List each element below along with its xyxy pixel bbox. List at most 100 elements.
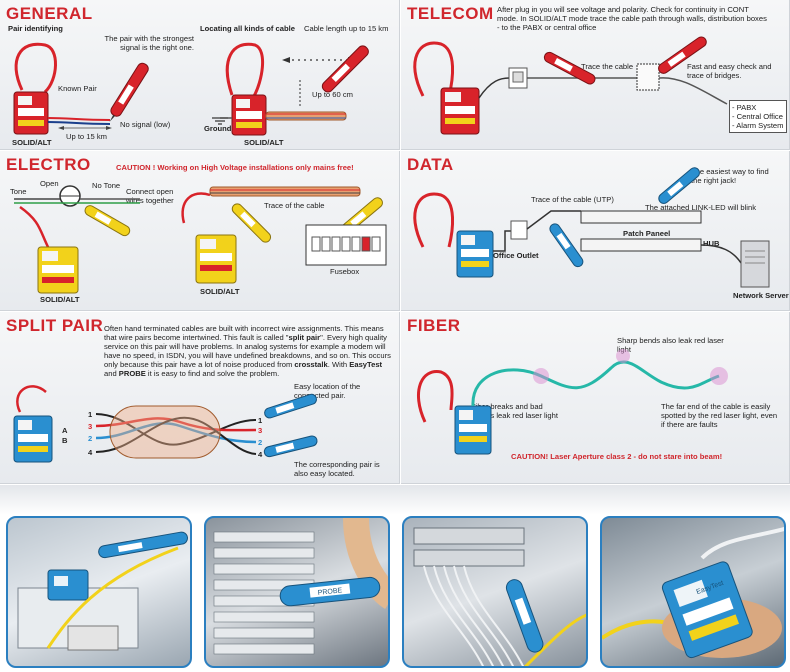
photo-wall-panel bbox=[6, 516, 192, 668]
electro-open-label: Open bbox=[40, 179, 59, 188]
data-trace-utp: Trace of the cable (UTP) bbox=[531, 195, 614, 204]
split-pair-cable bbox=[95, 405, 257, 459]
split-desc-bold: split pair bbox=[288, 333, 321, 342]
tester-red-device-1 bbox=[13, 91, 49, 135]
telecom-list-item-2: - Central Office bbox=[732, 112, 783, 121]
photo-patch-block-art: PROBE bbox=[213, 518, 388, 655]
fiber-diagram bbox=[416, 349, 728, 455]
photo-network-rack-art bbox=[413, 527, 586, 666]
telecom-diagram bbox=[413, 36, 728, 135]
fiber-title: FIBER bbox=[407, 316, 461, 335]
probe-blue-1 bbox=[658, 167, 700, 204]
tester-yellow-device-2 bbox=[195, 234, 237, 284]
photo-wall-panel-art bbox=[17, 531, 188, 651]
up-to-15km-label: Up to 15 km bbox=[66, 132, 107, 141]
split-corresponding: The corresponding pair is also easy loca… bbox=[294, 460, 380, 478]
split-wire-1-right: 1 bbox=[258, 416, 263, 425]
fiber-leak-2 bbox=[616, 349, 630, 363]
photo-network-rack bbox=[402, 516, 588, 668]
split-easytest: EasyTest bbox=[349, 360, 383, 369]
panel-telecom: TELECOM After plug in you will see volta… bbox=[401, 0, 790, 150]
probe-red-2 bbox=[321, 45, 369, 93]
electro-connect-open: Connect open wires together bbox=[126, 187, 174, 205]
network-server bbox=[740, 240, 770, 288]
data-network-server: Network Server bbox=[733, 291, 789, 300]
probe-yellow-1 bbox=[84, 205, 131, 237]
electro-caution: CAUTION ! Working on High Voltage instal… bbox=[116, 163, 354, 172]
general-title: GENERAL bbox=[6, 4, 93, 23]
fiber-far-end-spot bbox=[710, 367, 728, 385]
split-wire-4-right: 4 bbox=[258, 450, 263, 459]
fusebox bbox=[305, 224, 387, 266]
fiber-breaks: Fiber breaks and bad splices leak red la… bbox=[471, 402, 558, 420]
tester-red-device-2 bbox=[231, 94, 267, 136]
fiber-far-end: The far end of the cable is easily spott… bbox=[661, 402, 778, 429]
fiber-leak-1 bbox=[533, 368, 549, 384]
panel-data: DATA The easiest way to find the right j… bbox=[401, 151, 790, 311]
split-desc-2: ". Every high quality service on this pa… bbox=[104, 333, 391, 369]
fiber-caution: CAUTION! Laser Aperture class 2 - do not… bbox=[511, 452, 723, 461]
panel-general: GENERAL Pair identifying The pair with t… bbox=[0, 0, 400, 150]
probe-red-4 bbox=[658, 36, 707, 74]
split-wire-1: 1 bbox=[88, 410, 93, 419]
electro-solid-alt-2: SOLID/ALT bbox=[200, 287, 240, 296]
split-label-a: A bbox=[62, 426, 68, 435]
solid-alt-label-1: SOLID/ALT bbox=[12, 138, 52, 147]
panel-fiber: FIBER Sharp bends also leak red laser li… bbox=[401, 312, 790, 484]
telecom-fast-easy: Fast and easy check and trace of bridges… bbox=[687, 62, 772, 80]
panel-electro: ELECTRO CAUTION ! Working on High Voltag… bbox=[0, 151, 400, 311]
general-diagram bbox=[13, 42, 369, 136]
split-desc-1: Often hand terminated cables are built w… bbox=[104, 324, 384, 342]
split-desc-3: . With bbox=[327, 360, 350, 369]
electro-trace-cable: Trace of the cable bbox=[264, 201, 325, 210]
split-description: Often hand terminated cables are built w… bbox=[104, 324, 396, 378]
photo-hand-device: EasyTest bbox=[600, 516, 786, 668]
data-patch-panel: Patch Paneel bbox=[623, 229, 671, 238]
fiber-cable bbox=[471, 360, 720, 407]
data-link-led: The attached LINK-LED will blink bbox=[645, 203, 757, 212]
solid-alt-label-2: SOLID/ALT bbox=[244, 138, 284, 147]
tester-red-device-3 bbox=[440, 87, 480, 135]
tester-blue-device-2 bbox=[13, 415, 53, 463]
split-and: and bbox=[104, 369, 119, 378]
split-wire-3: 3 bbox=[88, 422, 93, 431]
data-office-outlet: Office Outlet bbox=[493, 251, 539, 260]
general-lead-wire bbox=[14, 42, 57, 94]
electro-fusebox-label: Fusebox bbox=[330, 267, 360, 276]
telecom-list-box: - PABX - Central Office - Alarm System bbox=[729, 100, 787, 133]
split-title: SPLIT PAIR bbox=[6, 316, 104, 335]
telecom-list-item-3: - Alarm System bbox=[732, 121, 784, 130]
photo-patch-block: PROBE bbox=[204, 516, 390, 668]
telecom-description: After plug in you will see voltage and p… bbox=[497, 5, 767, 32]
probe-yellow-2 bbox=[231, 203, 272, 243]
electro-diagram bbox=[14, 185, 387, 294]
split-desc-4: it is easy to find and solve the problem… bbox=[145, 369, 280, 378]
cable-length-label: Cable length up to 15 km bbox=[304, 24, 389, 33]
probe-red-3 bbox=[543, 51, 596, 85]
telecom-list-item-1: - PABX bbox=[732, 103, 757, 112]
electro-cable bbox=[209, 186, 361, 197]
telecom-title: TELECOM bbox=[407, 4, 494, 23]
electro-tone-label: Tone bbox=[10, 187, 27, 196]
split-probe: PROBE bbox=[118, 369, 146, 378]
split-wire-2: 2 bbox=[88, 434, 93, 443]
patch-panel bbox=[580, 210, 702, 252]
known-pair-label: Known Pair bbox=[58, 84, 97, 93]
panel-split-pair: SPLIT PAIR Often hand terminated cables … bbox=[0, 312, 400, 484]
ground-label: Ground bbox=[204, 124, 232, 133]
up-to-60cm-label: Up to 60 cm bbox=[312, 90, 353, 99]
tester-blue-device-1 bbox=[456, 230, 494, 278]
split-wire-3-right: 3 bbox=[258, 426, 263, 435]
data-hub: HUB bbox=[703, 239, 720, 248]
split-easy-location: Easy location of the connected pair. bbox=[294, 382, 361, 400]
split-label-b: B bbox=[62, 436, 68, 445]
split-crosstalk: crosstalk bbox=[294, 360, 328, 369]
electro-title: ELECTRO bbox=[6, 155, 91, 174]
probe-blue-3 bbox=[264, 393, 317, 419]
data-easiest-way: The easiest way to find the right jack! bbox=[691, 167, 769, 185]
split-wire-4: 4 bbox=[88, 448, 93, 457]
strongest-signal-note: The pair with the strongest signal is th… bbox=[104, 34, 194, 52]
tester-yellow-device-1 bbox=[37, 246, 79, 294]
office-outlet-socket bbox=[510, 220, 528, 240]
general-cable bbox=[265, 111, 347, 121]
